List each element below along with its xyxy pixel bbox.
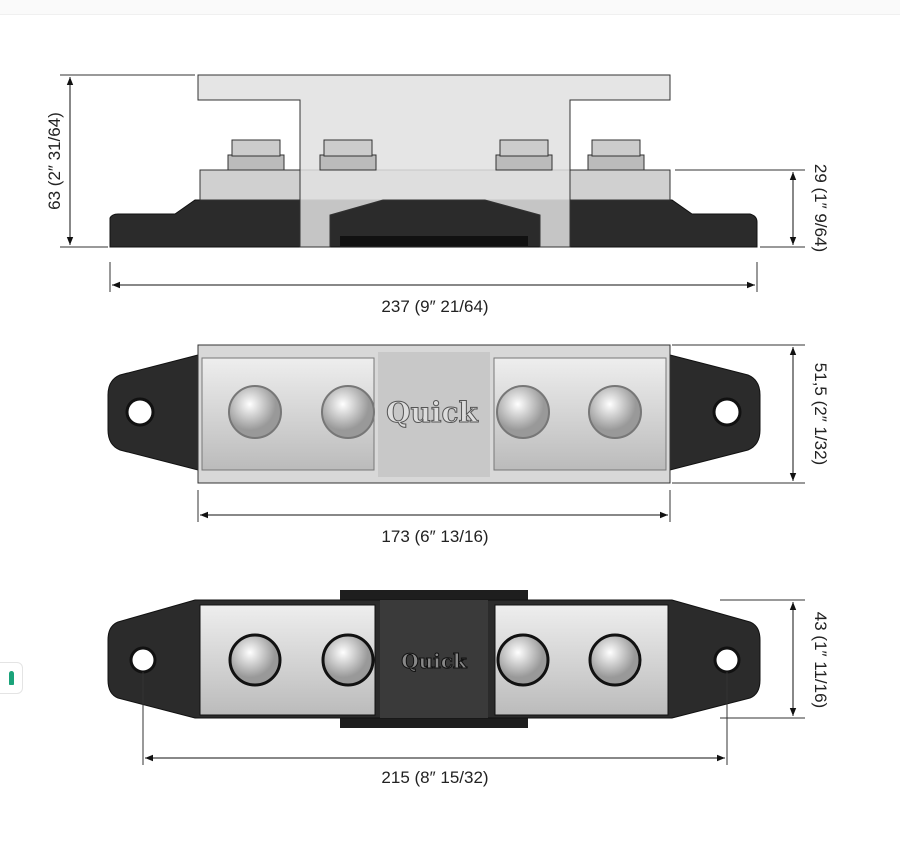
base-width-label: 43 (1″ 11/16) [811,612,830,708]
quick-logo: Quick [386,396,478,429]
side-view: 63 (2″ 31/64) 29 (1″ 9/64) 237 (9″ 21/64… [45,74,830,316]
mount-spacing-label: 215 (8″ 15/32) [381,768,488,787]
terminal-height-label: 29 (1″ 9/64) [811,164,830,252]
feedback-icon [8,671,14,685]
top-bar [0,0,900,15]
length-label: 237 (9″ 21/64) [381,297,488,316]
body-length-label: 173 (6″ 13/16) [381,527,488,546]
bottom-view: Quick 43 (1″ 11/16) 215 (8″ 15/32) [107,590,830,787]
width-label: 51,5 (2″ 1/32) [811,363,830,465]
quick-logo-bottom: Quick [401,649,468,673]
height-label: 63 (2″ 31/64) [45,112,64,210]
side-feedback-button[interactable] [0,662,23,694]
top-view: Quick 51,5 (2″ 1/32) 173 (6″ 13/16) [107,344,830,546]
